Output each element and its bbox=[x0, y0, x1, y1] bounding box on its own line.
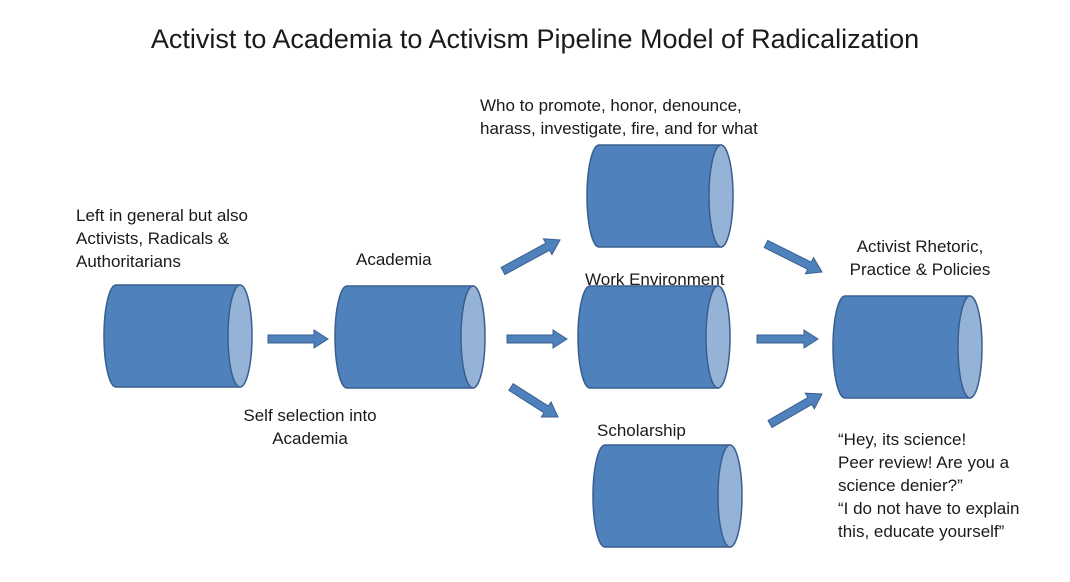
quote-line-2: Peer review! Are you a bbox=[838, 453, 1010, 472]
quote-line-5: this, educate yourself” bbox=[838, 522, 1005, 541]
arrow-academia-to-scholarship bbox=[508, 382, 559, 418]
left-label-line-2: Activists, Radicals & bbox=[76, 229, 230, 248]
scholarship-cylinder-body bbox=[592, 444, 731, 548]
scholarship-node-label: Scholarship bbox=[597, 421, 686, 440]
rhetoric-cylinder bbox=[832, 295, 983, 399]
self-selection-line-2: Academia bbox=[272, 429, 348, 448]
left-label-line-1: Left in general but also bbox=[76, 206, 249, 225]
promote-node-label: Who to promote, honor, denounce, harass,… bbox=[480, 94, 758, 140]
rhetoric-cylinder-body bbox=[832, 295, 971, 399]
left-cylinder bbox=[103, 284, 253, 388]
quote-line-1: “Hey, its science! bbox=[838, 430, 967, 449]
self-selection-line-1: Self selection into bbox=[243, 406, 377, 425]
academia-node-label: Academia bbox=[356, 250, 432, 269]
cylinders bbox=[103, 144, 983, 548]
academia-cylinder-body bbox=[334, 285, 474, 389]
arrow-left-to-academia bbox=[267, 329, 329, 349]
academia-cylinder-cap bbox=[460, 285, 486, 389]
promote-cylinder bbox=[586, 144, 734, 248]
promote-cylinder-body bbox=[586, 144, 722, 248]
quote-line-3: science denier?” bbox=[838, 476, 963, 495]
diagram-title: Activist to Academia to Activism Pipelin… bbox=[150, 24, 920, 54]
arrow-academia-to-promote bbox=[500, 238, 561, 276]
scholarship-cylinder-cap bbox=[717, 444, 743, 548]
arrows bbox=[267, 238, 823, 429]
academia-cylinder bbox=[334, 285, 486, 389]
work-environment-cylinder-cap bbox=[705, 285, 731, 389]
arrow-promote-to-rhetoric bbox=[763, 239, 823, 275]
work-environment-cylinder bbox=[577, 285, 731, 389]
promote-label-line-1: Who to promote, honor, denounce, bbox=[480, 96, 742, 115]
promote-label-line-2: harass, investigate, fire, and for what bbox=[480, 119, 758, 138]
scholarship-cylinder bbox=[592, 444, 743, 548]
left-node-label: Left in general but also Activists, Radi… bbox=[76, 204, 248, 273]
promote-cylinder-cap bbox=[708, 144, 734, 248]
left-cylinder-body bbox=[103, 284, 241, 388]
rhetoric-node-label: Activist Rhetoric, Practice & Policies bbox=[822, 235, 1018, 281]
rhetoric-label-line-1: Activist Rhetoric, bbox=[856, 237, 984, 256]
self-selection-annotation: Self selection into Academia bbox=[222, 404, 398, 450]
rhetoric-cylinder-cap bbox=[957, 295, 983, 399]
arrow-scholarship-to-rhetoric bbox=[767, 392, 823, 429]
arrow-academia-to-work bbox=[506, 329, 568, 349]
quote-line-4: “I do not have to explain bbox=[838, 499, 1020, 518]
rhetoric-label-line-2: Practice & Policies bbox=[849, 260, 991, 279]
left-cylinder-cap bbox=[227, 284, 253, 388]
work-node-label: Work Environment bbox=[585, 270, 725, 289]
left-label-line-3: Authoritarians bbox=[76, 252, 181, 271]
quote-annotation: “Hey, its science! Peer review! Are you … bbox=[838, 428, 1019, 543]
arrow-work-to-rhetoric bbox=[756, 329, 819, 349]
work-environment-cylinder-body bbox=[577, 285, 719, 389]
